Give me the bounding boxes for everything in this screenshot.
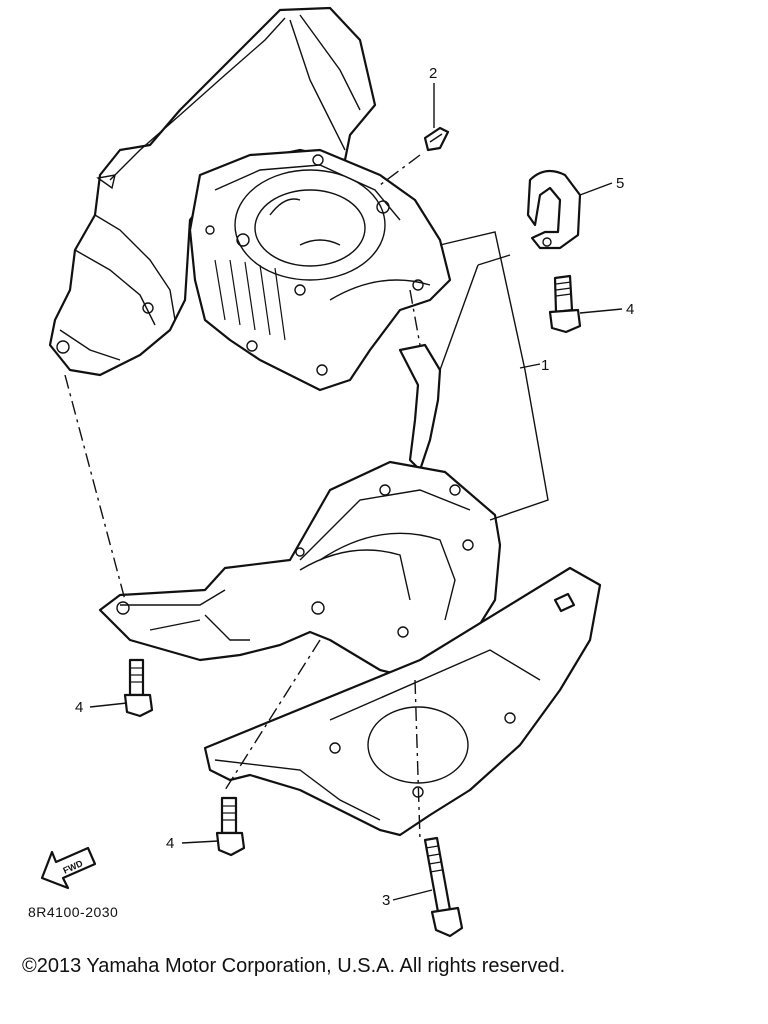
callout-3: 3 [382, 892, 390, 909]
callout-1: 1 [541, 357, 549, 374]
leader-lines [89, 83, 623, 901]
callout-2: 2 [429, 65, 437, 82]
bolt-4-lower [215, 796, 246, 857]
bolt-3 [423, 836, 464, 938]
drawing-code: 8R4100-2030 [28, 904, 118, 920]
seal-strip [398, 289, 442, 472]
copyright-notice: ©2013 Yamaha Motor Corporation, U.S.A. A… [22, 955, 566, 977]
clamp-5 [526, 169, 582, 250]
bolt-4-upper-right [548, 274, 582, 334]
bolt-2 [379, 126, 450, 186]
callout-1-bracket [439, 231, 549, 521]
lower-crankcase [98, 460, 502, 677]
callout-4-left: 4 [75, 699, 83, 716]
callout-4-upper-right: 4 [626, 301, 634, 318]
callout-5: 5 [616, 175, 624, 192]
fwd-arrow-icon: FWD [40, 846, 97, 890]
skid-plate [203, 566, 602, 837]
bolt-4-left [123, 658, 154, 718]
upper-crankcase [48, 6, 452, 392]
callout-4-lower: 4 [166, 835, 174, 852]
alignment-lines [64, 374, 421, 841]
